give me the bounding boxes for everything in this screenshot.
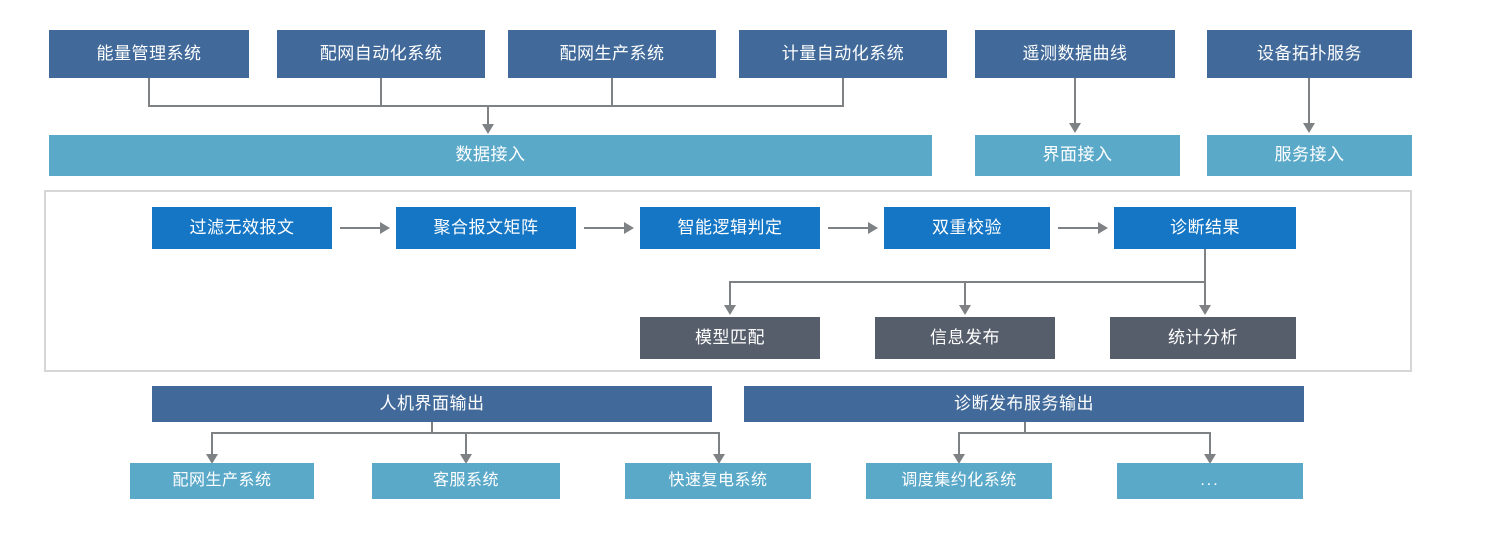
- consumer-box-more[interactable]: ...: [1117, 463, 1303, 499]
- output-label: 人机界面输出: [379, 393, 485, 413]
- arrow-down-icon-more: [1204, 454, 1216, 464]
- connector-drop-fast-restore: [718, 432, 720, 455]
- consumer-label: 客服系统: [432, 472, 499, 490]
- arrow-right-icon-aggregate-to-logic: [624, 222, 634, 234]
- connector-drop-ui-access: [1074, 78, 1076, 124]
- connector-drop-from-diagnosis-service: [1024, 422, 1026, 433]
- consumer-box-fast-restore[interactable]: 快速复电系统: [625, 463, 811, 499]
- result-label: 模型匹配: [695, 327, 765, 347]
- connector-stub-dist-production: [611, 78, 613, 105]
- connector-drop-service-access: [1308, 78, 1310, 124]
- arrow-down-icon-data-access: [482, 124, 494, 134]
- connector-drop-model-match: [729, 281, 731, 306]
- connector-drop-dist-production: [211, 432, 213, 455]
- process-label: 双重校验: [932, 217, 1002, 237]
- arrow-down-icon-service-access: [1303, 123, 1315, 133]
- arrow-down-icon-model-match: [724, 305, 736, 315]
- source-label: 设备拓扑服务: [1257, 43, 1362, 63]
- connector-stub-dist-automation: [380, 78, 382, 105]
- process-box-filter-invalid[interactable]: 过滤无效报文: [152, 207, 332, 249]
- connector-drop-customer-service: [465, 432, 467, 455]
- arrow-down-icon-dispatch-intensive: [953, 454, 965, 464]
- connector-aggregate-to-logic: [584, 227, 624, 229]
- output-bar-diagnosis-service[interactable]: 诊断发布服务输出: [744, 386, 1304, 422]
- consumer-box-customer-service[interactable]: 客服系统: [372, 463, 560, 499]
- source-box-energy-management[interactable]: 能量管理系统: [49, 30, 249, 78]
- pipeline-frame: [44, 190, 1412, 372]
- consumer-label: 快速复电系统: [668, 472, 768, 490]
- source-label: 配网生产系统: [559, 43, 665, 63]
- consumer-label: 配网生产系统: [172, 472, 272, 490]
- connector-drop-from-result: [1204, 249, 1206, 283]
- access-label: 界面接入: [1042, 145, 1113, 165]
- result-box-model-match[interactable]: 模型匹配: [640, 317, 820, 359]
- connector-drop-stat-analysis: [1204, 281, 1206, 306]
- output-bar-hmi[interactable]: 人机界面输出: [152, 386, 712, 422]
- consumer-box-dispatch-intensive[interactable]: 调度集约化系统: [866, 463, 1052, 499]
- arrow-down-icon-customer-service: [460, 454, 472, 464]
- result-box-stat-analysis[interactable]: 统计分析: [1110, 317, 1296, 359]
- connector-bus-sources: [148, 105, 844, 107]
- consumer-label: ...: [1200, 472, 1220, 490]
- result-label: 统计分析: [1168, 327, 1238, 347]
- connector-drop-more: [1209, 432, 1211, 455]
- connector-bus-results: [729, 281, 1206, 283]
- arrow-right-icon-filter-to-aggregate: [380, 222, 390, 234]
- connector-drop-info-publish: [964, 281, 966, 306]
- process-box-aggregate-matrix[interactable]: 聚合报文矩阵: [396, 207, 576, 249]
- process-box-diagnosis-result[interactable]: 诊断结果: [1114, 207, 1296, 249]
- result-label: 信息发布: [930, 327, 1000, 347]
- result-box-info-publish[interactable]: 信息发布: [875, 317, 1055, 359]
- arrow-down-icon-fast-restore: [713, 454, 725, 464]
- connector-bus-diagnosis-service: [958, 432, 1210, 434]
- source-label: 计量自动化系统: [781, 43, 905, 63]
- process-box-smart-logic[interactable]: 智能逻辑判定: [640, 207, 820, 249]
- access-label: 服务接入: [1274, 145, 1345, 165]
- source-box-dist-automation[interactable]: 配网自动化系统: [277, 30, 485, 78]
- access-bar-service[interactable]: 服务接入: [1207, 135, 1412, 176]
- connector-drop-from-hmi: [431, 422, 433, 433]
- source-label: 能量管理系统: [96, 43, 202, 63]
- arrow-right-icon-logic-to-check: [868, 222, 878, 234]
- arrow-down-icon-dist-production: [206, 454, 218, 464]
- process-label: 聚合报文矩阵: [433, 217, 539, 237]
- arrow-down-icon-stat-analysis: [1199, 305, 1211, 315]
- source-label: 遥测数据曲线: [1022, 43, 1128, 63]
- output-label: 诊断发布服务输出: [954, 393, 1094, 413]
- access-bar-data[interactable]: 数据接入: [49, 135, 932, 176]
- process-box-double-check[interactable]: 双重校验: [884, 207, 1050, 249]
- connector-stub-metering-automation: [842, 78, 844, 105]
- source-box-telemetry-curve[interactable]: 遥测数据曲线: [975, 30, 1175, 78]
- consumer-label: 调度集约化系统: [901, 472, 1017, 490]
- source-label: 配网自动化系统: [319, 43, 443, 63]
- arrow-down-icon-info-publish: [959, 305, 971, 315]
- connector-drop-data-access: [487, 105, 489, 127]
- access-label: 数据接入: [455, 145, 526, 165]
- process-label: 诊断结果: [1170, 217, 1240, 237]
- consumer-box-dist-production[interactable]: 配网生产系统: [130, 463, 314, 499]
- connector-bus-hmi: [211, 432, 718, 434]
- source-box-metering-automation[interactable]: 计量自动化系统: [739, 30, 947, 78]
- process-label: 过滤无效报文: [189, 217, 295, 237]
- arrow-down-icon-ui-access: [1069, 123, 1081, 133]
- connector-drop-dispatch-intensive: [958, 432, 960, 455]
- connector-stub-energy-management: [148, 78, 150, 105]
- connector-filter-to-aggregate: [340, 227, 380, 229]
- access-bar-ui[interactable]: 界面接入: [975, 135, 1180, 176]
- connector-check-to-result: [1058, 227, 1098, 229]
- process-label: 智能逻辑判定: [677, 217, 783, 237]
- source-box-topology-service[interactable]: 设备拓扑服务: [1207, 30, 1412, 78]
- source-box-dist-production[interactable]: 配网生产系统: [508, 30, 716, 78]
- connector-logic-to-check: [828, 227, 868, 229]
- arrow-right-icon-check-to-result: [1098, 222, 1108, 234]
